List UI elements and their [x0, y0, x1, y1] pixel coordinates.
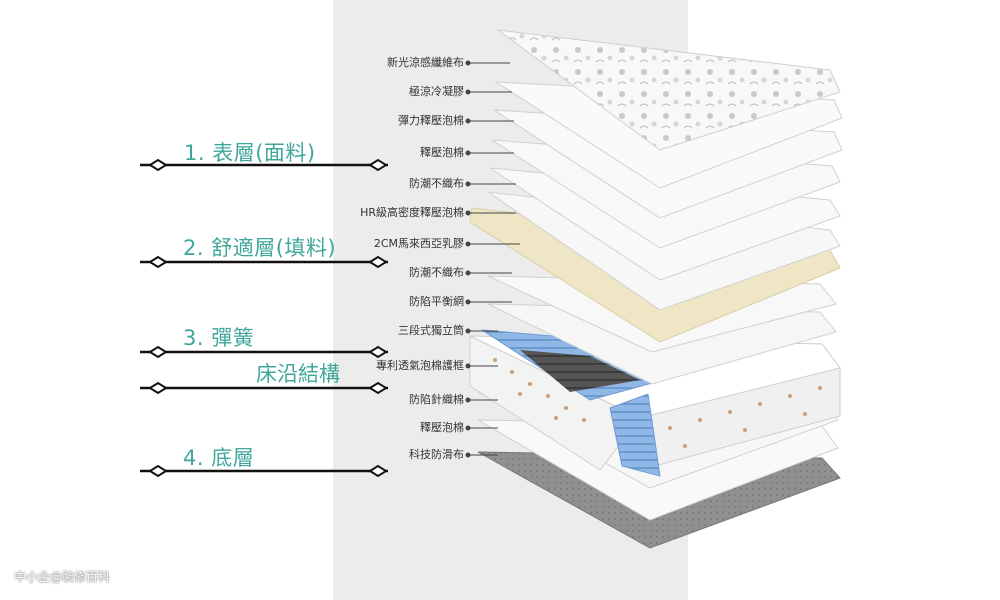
layer-callout-label: 三段式獨立筒: [398, 324, 464, 337]
layer-callout-label: 防潮不織布: [409, 177, 464, 190]
section-dividers: [140, 158, 388, 478]
divider-diamond: [368, 381, 388, 395]
layer-callout-label: 防陷平衡網: [409, 295, 464, 308]
leader-dot: [465, 363, 471, 369]
leader-dot: [465, 328, 471, 334]
leader-dot: [465, 299, 471, 305]
leader-lines: [465, 60, 520, 458]
divider-diamond: [368, 255, 388, 269]
layer-callout-label: 新光涼感纖維布: [387, 56, 464, 69]
layer-callout-label: 防潮不織布: [409, 266, 464, 279]
layer-callout-label: 釋壓泡棉: [420, 146, 464, 159]
section-label: 3. 彈簧: [183, 326, 255, 350]
section-label: 2. 舒適層(填料): [183, 236, 337, 260]
leader-dot: [465, 118, 471, 124]
layer-callout-label: 釋壓泡棉: [420, 421, 464, 434]
leader-dot: [465, 397, 471, 403]
section-label: 1. 表層(面料): [184, 141, 316, 165]
layer-top-fabric: [496, 29, 841, 151]
leader-dot: [465, 425, 471, 431]
layer-callout-label: 防陷針織棉: [409, 393, 464, 406]
layer-callout-label: HR級高密度釋壓泡棉: [360, 206, 464, 219]
layer-callout-label: 極涼冷凝膠: [409, 85, 464, 98]
layer-callout-label: 科技防滑布: [409, 448, 464, 461]
leader-dot: [465, 241, 471, 247]
leader-dot: [465, 452, 471, 458]
layer-callout-label: 彈力釋壓泡棉: [398, 114, 464, 127]
leader-dot: [465, 270, 471, 276]
leader-dot: [465, 181, 471, 187]
divider-diamond: [368, 345, 388, 359]
leader-dot: [465, 89, 471, 95]
divider-diamond: [148, 381, 168, 395]
leader-dot: [465, 150, 471, 156]
divider-diamond: [368, 158, 388, 172]
layer-callout-label: 專利透氣泡棉護框: [376, 359, 464, 372]
divider-diamond: [148, 464, 168, 478]
layer-callout-label: 2CM馬來西亞乳膠: [373, 237, 464, 250]
divider-diamond: [148, 345, 168, 359]
section-label: 4. 底層: [183, 446, 255, 470]
frame-structure-label: 床沿結構: [256, 362, 340, 386]
leader-dot: [465, 60, 471, 66]
watermark: 中小企@裝修百科: [14, 570, 111, 584]
divider-diamond: [148, 158, 168, 172]
divider-diamond: [368, 464, 388, 478]
leader-dot: [465, 210, 471, 216]
divider-diamond: [148, 255, 168, 269]
